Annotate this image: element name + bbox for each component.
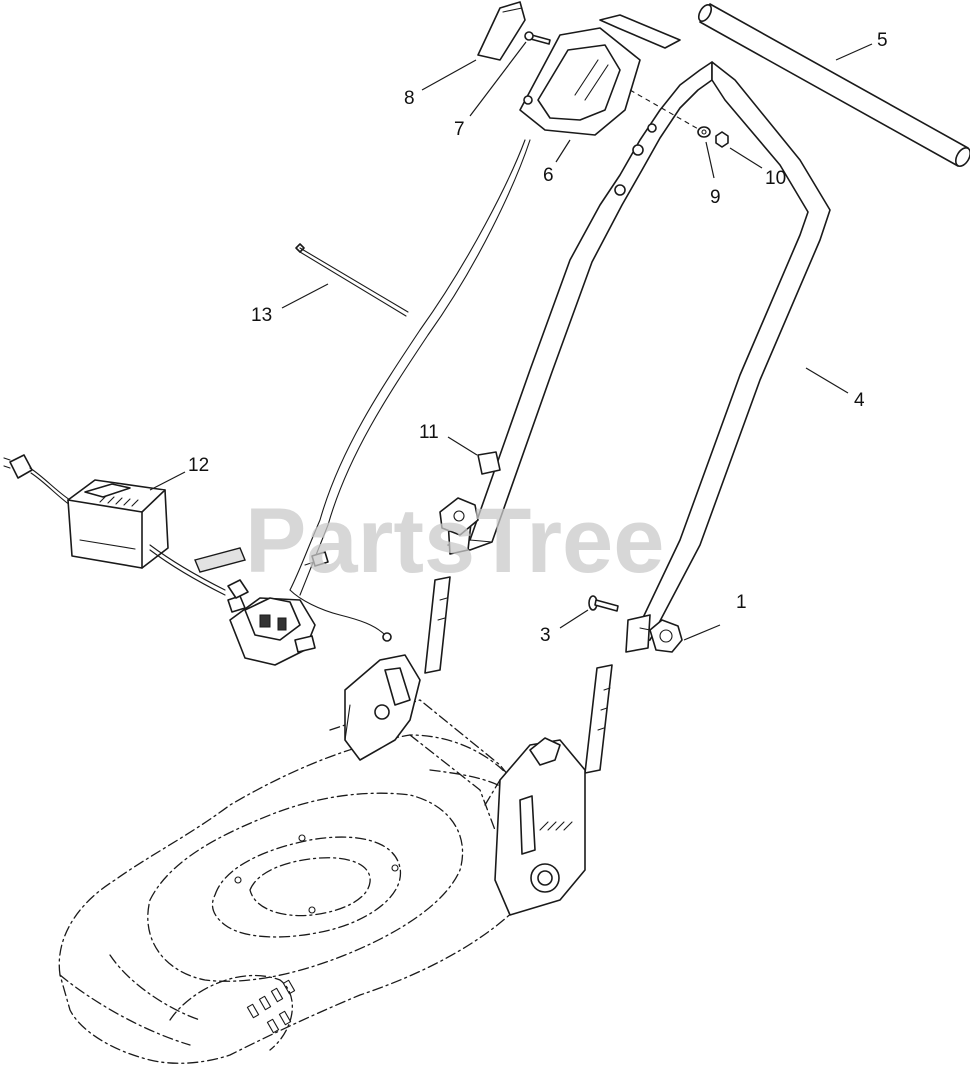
callout-10: 10 bbox=[765, 168, 786, 189]
callout-9: 9 bbox=[710, 187, 721, 208]
knob-part-8 bbox=[477, 1, 526, 61]
callout-7: 7 bbox=[454, 119, 465, 140]
mower-deck bbox=[58, 699, 540, 1064]
callout-12: 12 bbox=[188, 455, 209, 476]
deck-vent-slots bbox=[246, 979, 296, 1034]
callout-1: 1 bbox=[736, 592, 747, 613]
callout-6: 6 bbox=[543, 165, 554, 186]
handle-bracket-part-11 bbox=[439, 451, 501, 536]
control-box-part-6 bbox=[519, 14, 701, 136]
callout-11: 11 bbox=[419, 422, 439, 443]
right-height-bracket bbox=[484, 664, 613, 916]
upper-bar-part-5 bbox=[697, 3, 970, 167]
callouts: 1 3 4 5 6 7 8 9 10 11 12 13 bbox=[149, 30, 888, 646]
charger-part-12 bbox=[3, 454, 249, 599]
switch-assembly bbox=[227, 595, 316, 666]
handle-knob-part-1 bbox=[639, 619, 683, 653]
pivot-bolt-part-3 bbox=[588, 595, 619, 612]
screw-part-7 bbox=[524, 31, 551, 45]
callout-4: 4 bbox=[854, 390, 865, 411]
nut-part-10 bbox=[715, 131, 729, 148]
watermark: PartsTree bbox=[245, 490, 664, 592]
cable-tie-part-13 bbox=[295, 243, 409, 317]
washer-part-9 bbox=[697, 126, 711, 138]
left-height-bracket bbox=[344, 576, 451, 761]
wire-harness bbox=[289, 139, 531, 642]
callout-5: 5 bbox=[877, 30, 888, 51]
callout-13: 13 bbox=[251, 305, 272, 326]
callout-8: 8 bbox=[404, 88, 415, 109]
callout-3: 3 bbox=[540, 625, 551, 646]
